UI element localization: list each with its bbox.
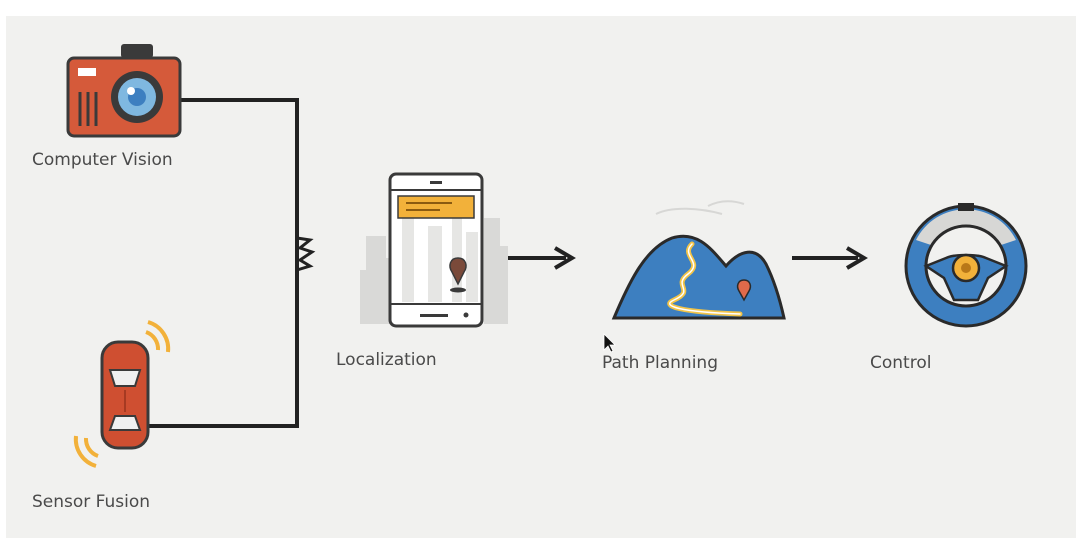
diagram-panel <box>6 16 1076 538</box>
steering-wheel-icon <box>904 203 1028 328</box>
label-computer-vision: Computer Vision <box>32 150 173 170</box>
arrow-path-to-control <box>792 246 868 270</box>
mountain-path-icon <box>611 200 786 320</box>
label-sensor-fusion: Sensor Fusion <box>32 492 151 512</box>
camera-icon <box>66 44 182 138</box>
cursor-icon <box>603 333 616 353</box>
label-path-planning: Path Planning <box>602 353 718 373</box>
arrow-localization-to-path <box>506 246 576 270</box>
label-localization: Localization <box>336 350 437 370</box>
car-icon <box>73 320 171 468</box>
smartphone-map-icon <box>360 172 508 328</box>
label-control: Control <box>870 353 932 373</box>
connector-lines <box>148 98 316 428</box>
